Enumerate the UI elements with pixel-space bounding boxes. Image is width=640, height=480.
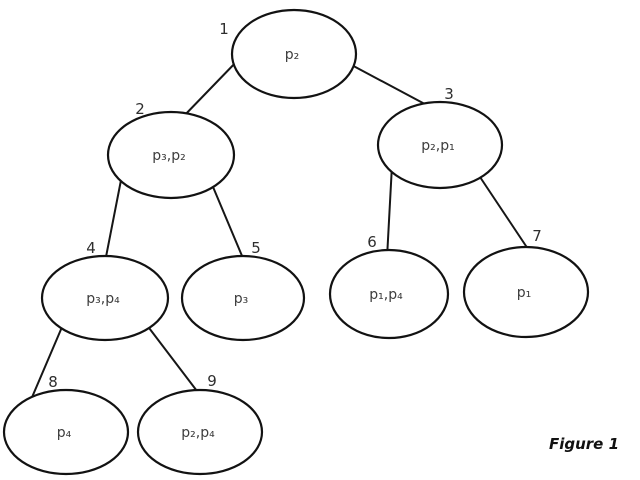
node-2-number: 2 (135, 100, 145, 118)
node-7-number: 7 (532, 227, 542, 245)
node-4-ellipse (40, 254, 170, 342)
node-9-label: p₂,p₄ (181, 425, 215, 441)
node-4-label: p₃,p₄ (86, 291, 120, 307)
node-5-number: 5 (251, 239, 261, 257)
edge-2-4 (104, 174, 123, 263)
node-6-ellipse (328, 248, 450, 340)
edge-4-9 (142, 319, 201, 396)
edge-4-8 (29, 319, 66, 403)
edge-1-2 (179, 57, 241, 121)
node-6-number: 6 (367, 233, 377, 251)
node-1-label: p₂ (285, 47, 300, 63)
node-1-number: 1 (219, 20, 229, 38)
node-3-ellipse (376, 100, 504, 190)
node-5-ellipse (180, 254, 306, 342)
node-2-ellipse (106, 110, 236, 200)
edge-1-3 (345, 61, 437, 111)
node-8-number: 8 (48, 373, 58, 391)
edge-3-6 (386, 164, 393, 259)
node-5-label: p₃ (234, 291, 249, 307)
node-1-ellipse (230, 8, 358, 100)
node-8-ellipse (2, 388, 130, 476)
node-7-ellipse (462, 245, 590, 339)
figure-caption: Figure 1 (549, 435, 619, 453)
node-2-label: p₃,p₂ (152, 148, 185, 164)
node-3-label: p₂,p₁ (421, 138, 454, 154)
node-4-number: 4 (86, 239, 96, 257)
edge-2-5 (207, 174, 246, 264)
node-7-label: p₁ (517, 285, 532, 301)
node-8-label: p₄ (57, 425, 72, 441)
node-9-number: 9 (207, 372, 217, 390)
node-9-ellipse (136, 388, 264, 476)
node-3-number: 3 (444, 85, 454, 103)
node-6-label: p₁,p₄ (369, 287, 403, 303)
edge-3-7 (471, 164, 531, 253)
